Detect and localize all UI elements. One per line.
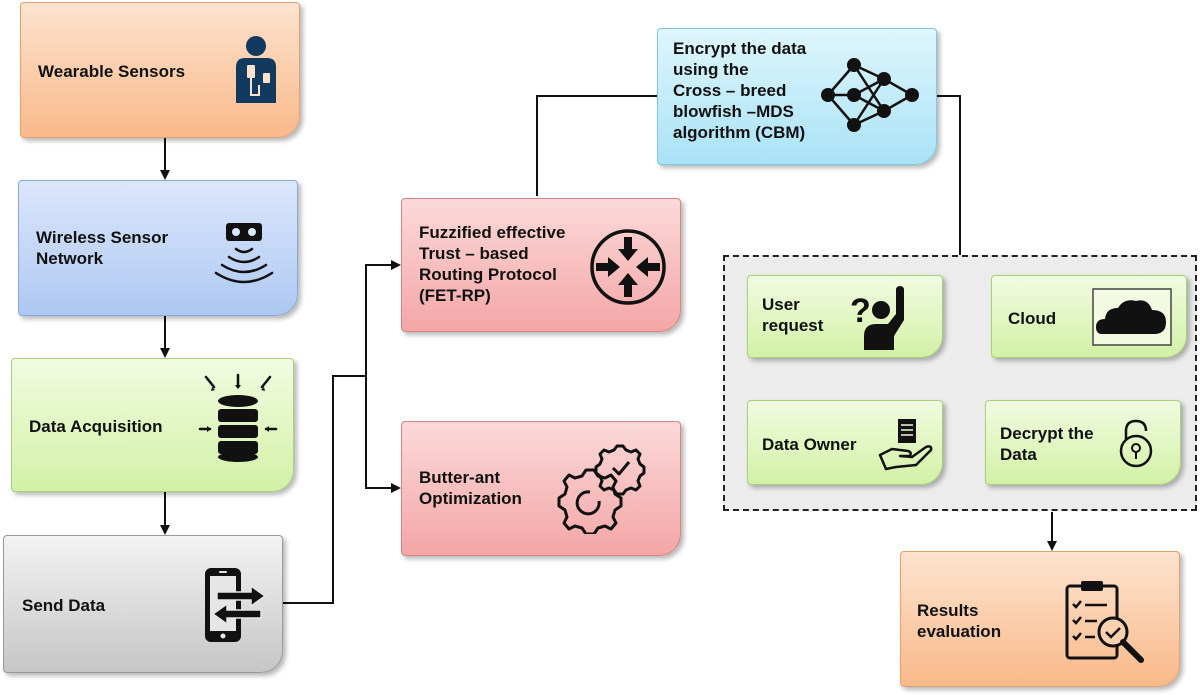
- person-with-sensor-icon: [236, 36, 276, 103]
- node-label-send-data: Send Data: [22, 596, 106, 615]
- node-label-butter-ant: Butter-ant Optimization: [419, 468, 522, 508]
- node-cloud: Cloud: [991, 275, 1187, 358]
- node-label-wearable-sensors: Wearable Sensors: [38, 62, 186, 81]
- node-wearable-sensors: Wearable Sensors: [20, 2, 300, 138]
- lock-icon: [1119, 419, 1153, 468]
- checklist-magnifier-icon: [1065, 581, 1144, 663]
- wireless-signal-icon: [214, 223, 274, 284]
- neural-network-icon: [821, 58, 919, 132]
- node-label-fet-rp: Fuzzified effective Trust – based Routin…: [419, 223, 566, 305]
- node-label-user-request: User request: [762, 295, 824, 335]
- node-user-request: User request ?: [747, 275, 943, 358]
- node-data-owner: Data Owner: [747, 400, 943, 485]
- node-results: Results evaluation: [900, 551, 1180, 687]
- node-label-encrypt: Encrypt the data using the Cross – breed…: [673, 39, 807, 142]
- node-label-cloud: Cloud: [1008, 309, 1057, 328]
- gears-icon: [557, 444, 646, 534]
- line-send-to-branch: [283, 375, 366, 604]
- database-icon: [198, 373, 278, 462]
- node-encrypt: Encrypt the data using the Cross – breed…: [657, 28, 937, 165]
- arrow-branch-to-butterant: [365, 376, 401, 493]
- node-label-wireless-sensor-network: Wireless Sensor Network: [36, 228, 169, 268]
- cloud-icon: [1092, 288, 1172, 346]
- line-encrypt-to-dashed: [937, 95, 961, 255]
- node-fet-rp: Fuzzified effective Trust – based Routin…: [401, 198, 681, 332]
- node-label-data-owner: Data Owner: [762, 435, 857, 454]
- node-send-data: Send Data: [3, 535, 283, 673]
- router-icon: [590, 229, 666, 305]
- node-data-acquisition: Data Acquisition: [11, 358, 294, 492]
- node-butter-ant: Butter-ant Optimization: [401, 421, 681, 556]
- node-wireless-sensor-network: Wireless Sensor Network: [18, 180, 298, 316]
- question-person-icon: ?: [850, 286, 904, 350]
- phone-transfer-icon: [205, 568, 267, 642]
- hand-document-icon: [878, 419, 933, 471]
- node-label-data-acquisition: Data Acquisition: [29, 417, 163, 436]
- line-fetrp-to-encrypt: [536, 95, 657, 196]
- node-label-decrypt: Decrypt the Data: [1000, 424, 1094, 464]
- node-decrypt: Decrypt the Data: [985, 400, 1181, 485]
- arrow-branch-to-fetrp: [365, 260, 401, 376]
- node-label-results: Results evaluation: [917, 601, 1002, 641]
- svg-text:?: ?: [850, 292, 871, 330]
